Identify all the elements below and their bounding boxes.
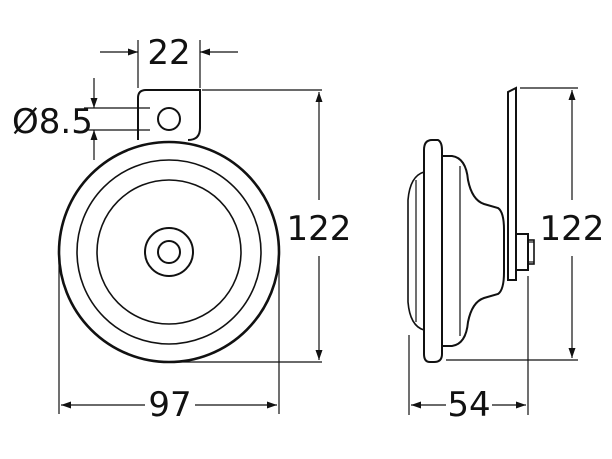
front-view: 22 Ø8.5 122 97 (12, 33, 351, 425)
center-boss-outer (144, 227, 194, 277)
horn-face-profile (407, 171, 425, 331)
horn-rim-profile (423, 139, 443, 363)
bolt-nut (515, 233, 529, 271)
dim-bracket-width: 22 (147, 33, 190, 73)
mounting-hole (157, 107, 181, 131)
dim-front-width: 97 (148, 385, 191, 425)
mounting-bracket (137, 89, 201, 141)
side-view: 122 54 (407, 86, 605, 425)
dim-hole-diameter: Ø8.5 (12, 102, 93, 142)
horn-outer-rim (57, 140, 281, 364)
horn-rim-inner (76, 159, 262, 345)
horn-body-profile (442, 155, 505, 347)
center-boss-inner (157, 240, 181, 264)
horn-face-ring (96, 179, 242, 325)
dim-side-height: 122 (540, 209, 605, 249)
bolt-tip (527, 239, 535, 265)
dim-front-height: 122 (287, 209, 352, 249)
side-bracket (507, 86, 517, 281)
dim-side-depth: 54 (447, 385, 490, 425)
